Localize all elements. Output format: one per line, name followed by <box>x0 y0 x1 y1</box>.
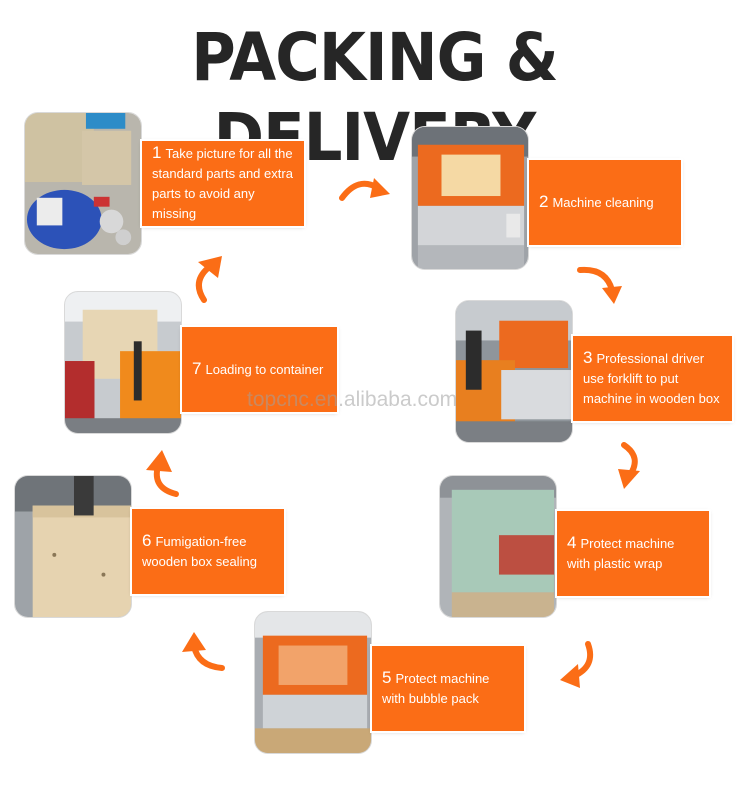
arrow-3-to-4-icon <box>618 442 640 489</box>
step-1-photo <box>24 112 142 255</box>
step-7-number: 7 <box>192 359 202 378</box>
arrow-4-to-5-icon <box>560 641 594 688</box>
arrow-2-to-3-icon <box>577 266 622 304</box>
step-7-text: Loading to container <box>205 362 324 377</box>
step-6-number: 6 <box>142 531 152 550</box>
arrow-7-to-1-icon <box>195 256 222 303</box>
step-5-photo <box>254 611 372 754</box>
step-4-number: 4 <box>567 533 577 552</box>
step-7-photo <box>64 291 182 434</box>
step-6-text: Fumigation-free wooden box sealing <box>142 534 257 569</box>
step-2-number: 2 <box>539 192 549 211</box>
watermark: topcnc.en.alibaba.com <box>247 388 458 411</box>
arrow-5-to-6-icon <box>182 632 225 671</box>
step-3-number: 3 <box>583 348 593 367</box>
step-5-text: Protect machine with bubble pack <box>382 671 490 706</box>
step-5-number: 5 <box>382 668 392 687</box>
step-4-text: Protect machine with plastic wrap <box>567 536 675 571</box>
arrow-1-to-2-icon <box>339 178 390 201</box>
step-3-text: Professional driver use forklift to put … <box>583 351 720 406</box>
step-2-text: Machine cleaning <box>552 195 654 210</box>
step-1-number: 1 <box>152 143 162 162</box>
step-1-text: Take picture for all the standard parts … <box>152 146 293 221</box>
step-4-photo <box>439 475 557 618</box>
arrow-6-to-7-icon <box>146 450 179 497</box>
step-2-photo <box>411 126 529 270</box>
step-6-photo <box>14 475 132 618</box>
step-3-photo <box>455 300 573 443</box>
